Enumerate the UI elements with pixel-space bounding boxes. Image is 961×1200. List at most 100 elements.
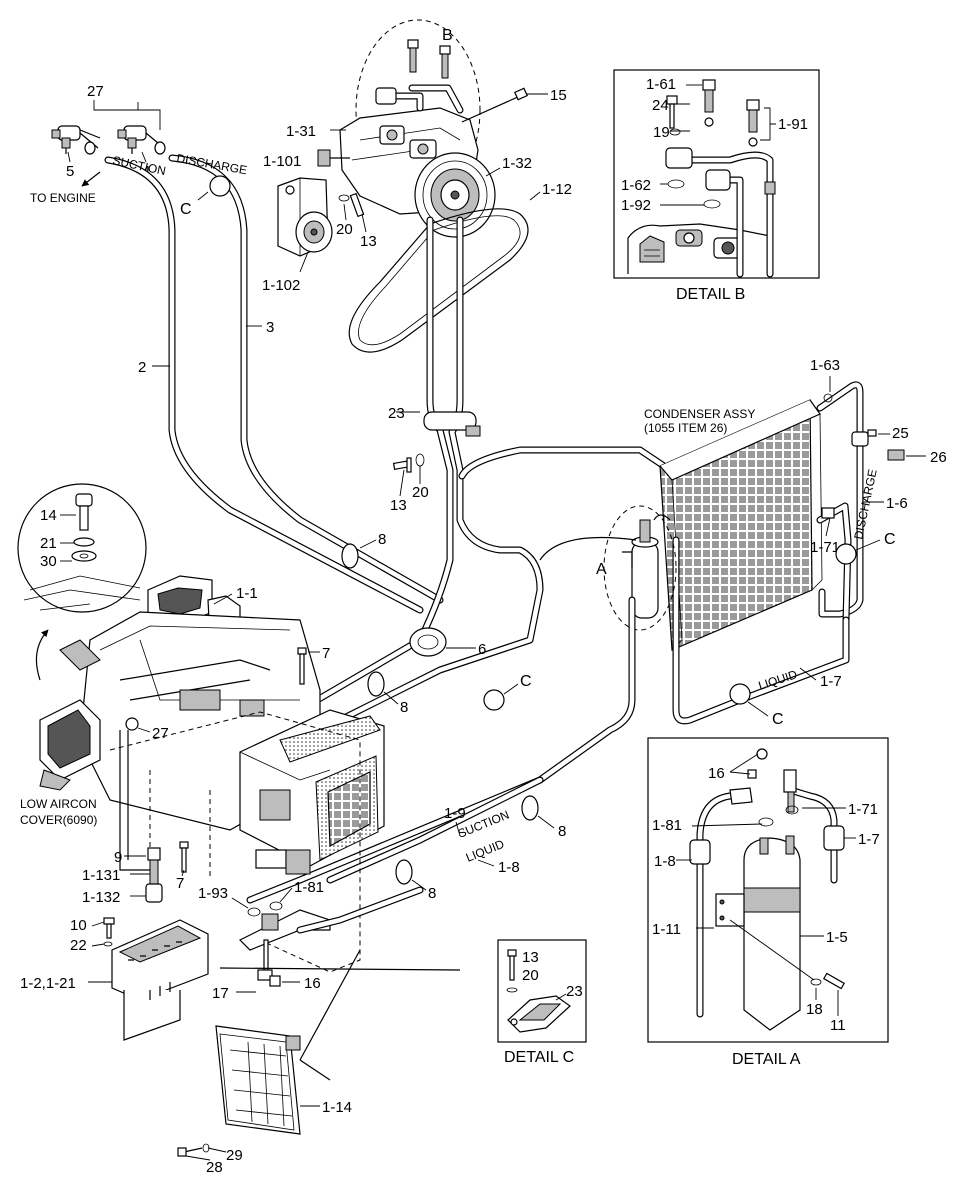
receiver-drier: A (246, 505, 677, 904)
label-5: 5 (66, 163, 74, 180)
label-1-7-main: 1-7 (820, 673, 842, 690)
discharge-line (458, 446, 674, 480)
label-9: 9 (114, 849, 122, 866)
label-14: 14 (40, 507, 57, 524)
label-1-6: 1-6 (886, 495, 908, 512)
detail-c-title: DETAIL C (504, 1049, 574, 1066)
condenser-label-line1: CONDENSER ASSY (644, 407, 755, 421)
label-1-12: 1-12 (542, 181, 572, 198)
label-26: 26 (930, 449, 947, 466)
detail-b-label-1-91: 1-91 (778, 116, 808, 133)
label-27-mid: 27 (152, 725, 169, 742)
label-22: 22 (70, 937, 87, 954)
bolt-detail-circle: 14 21 30 (17, 483, 147, 613)
aircon-controller: 10 22 1-2,1-21 (20, 917, 209, 1041)
hose-text-left: SUCTION (111, 153, 167, 178)
c-callout-right: C (884, 531, 896, 548)
label-6: 6 (478, 641, 486, 658)
label-1-132: 1-132 (82, 889, 120, 906)
label-13-mid: 13 (390, 497, 407, 514)
label-1-102: 1-102 (262, 277, 300, 294)
c-callout-bottom: C (772, 711, 784, 728)
detail-b-panel: 1-61 24 19 1-62 1-92 1-91 DETAIL B (613, 69, 820, 303)
air-filter-panel: 1-14 28 29 (177, 1025, 352, 1176)
detail-a-label-1-5: 1-5 (826, 929, 848, 946)
detail-a-label-16: 16 (708, 765, 725, 782)
compressor-assembly: B 15 1-31 1-32 (286, 19, 567, 238)
label-7-low: 7 (176, 875, 184, 892)
hose-clamps: 8 6 C 8 8 8 (341, 531, 566, 902)
drive-belt: 1-12 (348, 181, 572, 353)
label-28: 28 (206, 1159, 223, 1176)
expansion-valve-block: 1-93 1-81 17 16 (198, 879, 461, 1081)
label-1-93: 1-93 (198, 885, 228, 902)
label-2: 2 (138, 359, 146, 376)
label-13-top: 13 (360, 233, 377, 250)
belt-tensioner: 1-101 1-102 20 13 (262, 153, 377, 294)
label-30: 30 (40, 553, 57, 570)
label-1-131: 1-131 (82, 867, 120, 884)
detail-a-label-18: 18 (806, 1001, 823, 1018)
c-callout-top: C (180, 201, 192, 218)
detail-a-label-1-7: 1-7 (858, 831, 880, 848)
detail-a-title: DETAIL A (732, 1051, 801, 1068)
label-25: 25 (892, 425, 909, 442)
label-3: 3 (266, 319, 274, 336)
label-1-31: 1-31 (286, 123, 316, 140)
label-15: 15 (550, 87, 567, 104)
detail-c-panel: 13 20 23 DETAIL C (497, 939, 587, 1066)
label-1-81-main: 1-81 (294, 879, 324, 896)
pipe-text-discharge-right: DISCHARGE (851, 468, 880, 541)
label-29: 29 (226, 1147, 243, 1164)
label-7-top: 7 (322, 645, 330, 662)
hvac-unit: 1-1 7 7 (20, 575, 385, 973)
label-8-low: 8 (428, 885, 436, 902)
label-1-8-main: 1-8 (498, 859, 520, 876)
heater-valves: 27 5 4 TO ENGINE (30, 83, 166, 205)
label-1-2-1-21: 1-2,1-21 (20, 975, 76, 992)
low-aircon-cover-line2: COVER(6090) (20, 813, 97, 827)
detail-a-label-1-71: 1-71 (848, 801, 878, 818)
detail-a-label-1-11: 1-11 (652, 921, 681, 938)
compressor-hoses: 23 13 20 (296, 216, 544, 724)
detail-a-ref-letter: A (596, 561, 607, 578)
label-20-top: 20 (336, 221, 353, 238)
heater-hoses: SUCTION C 3 2 (104, 153, 444, 614)
detail-a-panel: 16 1-71 1-81 1-7 1-8 1-11 1-5 18 11 DETA… (647, 737, 889, 1068)
label-1-71: 1-71 (810, 539, 840, 556)
label-1-14: 1-14 (322, 1099, 352, 1116)
label-8-right: 8 (558, 823, 566, 840)
label-1-101: 1-101 (263, 153, 301, 170)
detail-b-label-1-92: 1-92 (621, 197, 651, 214)
to-engine-label: TO ENGINE (30, 191, 96, 205)
label-1-9: 1-9 (444, 805, 466, 822)
label-1-1: 1-1 (236, 585, 258, 602)
detail-b-label-1-62: 1-62 (621, 177, 651, 194)
detail-a-callout-circle (603, 505, 677, 631)
detail-b-label-1-61: 1-61 (646, 76, 676, 93)
detail-a-label-1-81: 1-81 (652, 817, 682, 834)
detail-b-ref-letter: B (442, 27, 453, 44)
label-8-mid: 8 (400, 699, 408, 716)
label-21: 21 (40, 535, 57, 552)
label-27-top: 27 (87, 83, 104, 100)
detail-b-label-24: 24 (652, 97, 669, 114)
label-16-main: 16 (304, 975, 321, 992)
detail-b-label-19: 19 (653, 124, 670, 141)
c-callout-mid: C (520, 673, 532, 690)
condenser-assembly: CONDENSER ASSY (1055 ITEM 26) 1-63 25 26… (644, 357, 947, 728)
detail-c-label-13: 13 (522, 949, 539, 966)
low-aircon-cover-line1: LOW AIRCON (20, 797, 97, 811)
detail-a-label-11: 11 (830, 1017, 846, 1034)
detail-c-label-20: 20 (522, 967, 539, 984)
condenser-label-line2: (1055 ITEM 26) (644, 421, 727, 435)
detail-a-label-1-8: 1-8 (654, 853, 676, 870)
detail-c-label-23: 23 (566, 983, 583, 1000)
label-20-mid: 20 (412, 484, 429, 501)
evaporator-lines: SUCTION LIQUID 1-9 1-8 (326, 776, 544, 884)
label-1-32: 1-32 (502, 155, 532, 172)
detail-b-compressor-ports (627, 223, 771, 274)
label-17: 17 (212, 985, 229, 1002)
detail-b-title: DETAIL B (676, 286, 745, 303)
